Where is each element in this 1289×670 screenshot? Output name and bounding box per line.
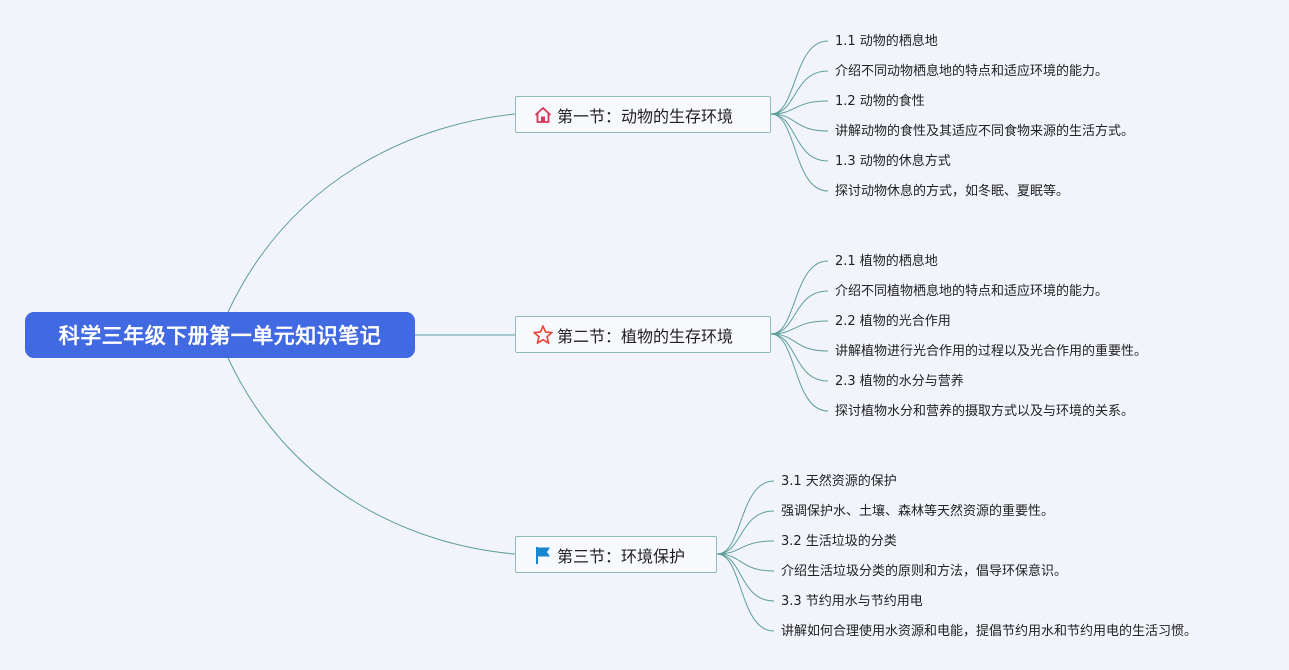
list-item[interactable]: 探讨动物休息的方式，如冬眠、夏眠等。 <box>835 184 1070 199</box>
connector-line <box>770 333 829 412</box>
list-item[interactable]: 介绍不同植物栖息地的特点和适应环境的能力。 <box>835 284 1109 299</box>
list-item[interactable]: 1.3 动物的休息方式 <box>835 154 951 169</box>
list-item[interactable]: 讲解如何合理使用水资源和电能，提倡节约用水和节约用电的生活习惯。 <box>781 624 1198 639</box>
root-topic[interactable]: 科学三年级下册第一单元知识笔记 <box>25 312 415 358</box>
list-item[interactable]: 讲解动物的食性及其适应不同食物来源的生活方式。 <box>835 124 1135 139</box>
list-item[interactable]: 2.3 植物的水分与营养 <box>835 374 964 389</box>
connector-line <box>770 260 829 335</box>
connector-line <box>716 510 775 555</box>
list-item[interactable]: 1.1 动物的栖息地 <box>835 34 938 49</box>
section-3-label: 第三节：环境保护 <box>557 546 686 566</box>
list-item[interactable]: 3.3 节约用水与节约用电 <box>781 594 923 609</box>
connector-line <box>770 113 829 132</box>
list-item[interactable]: 探讨植物水分和营养的摄取方式以及与环境的关系。 <box>835 404 1135 419</box>
list-item[interactable]: 2.1 植物的栖息地 <box>835 254 938 269</box>
list-item[interactable]: 1.2 动物的食性 <box>835 94 925 109</box>
list-item[interactable]: 介绍不同动物栖息地的特点和适应环境的能力。 <box>835 64 1109 79</box>
connector-line <box>770 113 829 162</box>
connector-line <box>770 333 829 352</box>
section-3-topic[interactable]: 第三节：环境保护 <box>515 536 717 573</box>
connector-line <box>770 113 829 192</box>
root-topic-label: 科学三年级下册第一单元知识笔记 <box>58 324 382 348</box>
connector-line <box>770 290 829 335</box>
house-icon <box>532 104 554 126</box>
list-item[interactable]: 3.2 生活垃圾的分类 <box>781 534 897 549</box>
connector-line <box>716 553 775 572</box>
section-1-topic[interactable]: 第一节：动物的生存环境 <box>515 96 771 133</box>
connector-line <box>770 70 829 115</box>
list-item[interactable]: 2.2 植物的光合作用 <box>835 314 951 329</box>
list-item[interactable]: 强调保护水、土壤、森林等天然资源的重要性。 <box>781 504 1055 519</box>
list-item[interactable]: 讲解植物进行光合作用的过程以及光合作用的重要性。 <box>835 344 1148 359</box>
section-1-label: 第一节：动物的生存环境 <box>557 106 734 126</box>
connector-line <box>716 553 775 632</box>
connector-line <box>770 100 829 115</box>
section-2-topic[interactable]: 第二节：植物的生存环境 <box>515 316 771 353</box>
section-2-label: 第二节：植物的生存环境 <box>557 326 734 346</box>
connector-line <box>716 540 775 555</box>
connector-line <box>770 40 829 115</box>
connector-line <box>770 333 829 382</box>
flag-icon <box>532 544 554 566</box>
connector-line <box>227 357 516 555</box>
connector-line <box>716 553 775 602</box>
list-item[interactable]: 介绍生活垃圾分类的原则和方法，倡导环保意识。 <box>781 564 1068 579</box>
list-item[interactable]: 3.1 天然资源的保护 <box>781 474 897 489</box>
connector-line <box>227 113 516 313</box>
connector-line <box>716 480 775 555</box>
connector-line <box>770 320 829 335</box>
star-icon <box>532 324 554 346</box>
